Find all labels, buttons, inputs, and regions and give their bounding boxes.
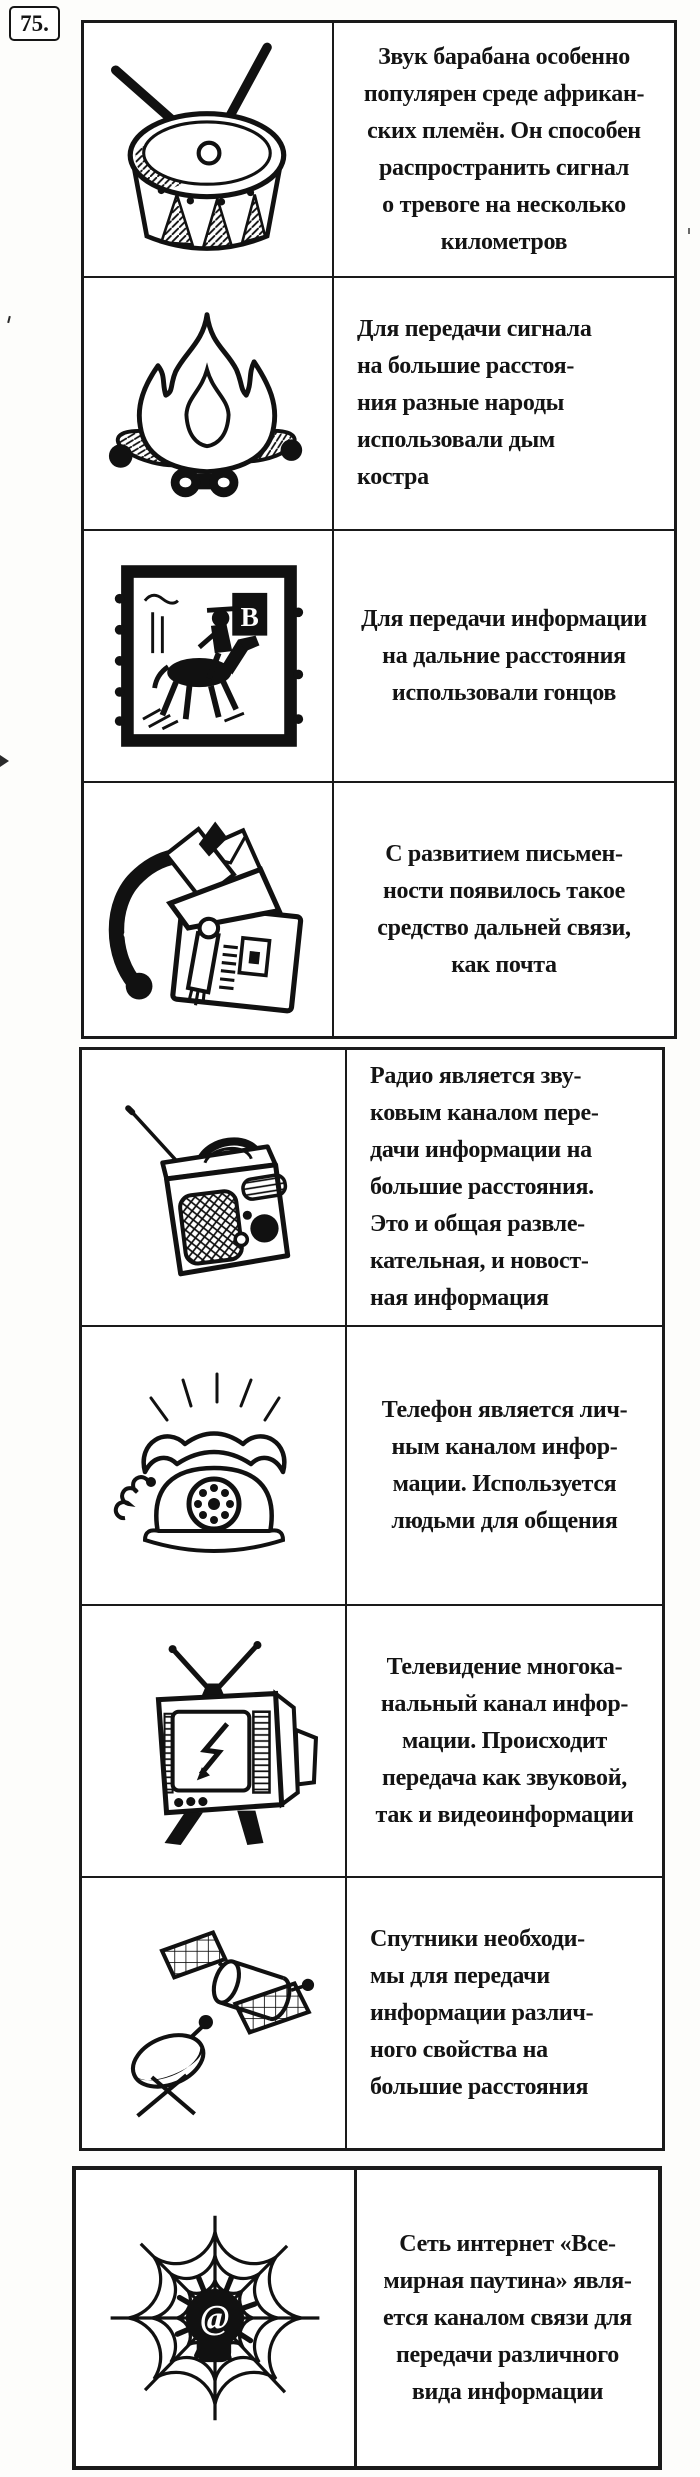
radio-icon: [124, 1104, 290, 1276]
illustration-cell: [82, 1327, 347, 1604]
illustration-cell: [82, 1050, 347, 1325]
illustration-cell: [84, 278, 334, 529]
drum-icon: [111, 42, 287, 251]
svg-text:@: @: [201, 2299, 230, 2337]
illustration-cell: @: [76, 2170, 357, 2466]
ink-speck: [7, 315, 11, 324]
table-block-3: @ Сеть интернет «Все- мирная паутина» яв…: [72, 2166, 662, 2470]
illustration-cell: В: [84, 531, 334, 781]
description-text: Спутники необходи- мы для передачи инфор…: [370, 1925, 594, 2100]
description-text: Сеть интернет «Все- мирная паутина» явля…: [383, 2230, 632, 2405]
description-text: Радио является зву- ковым каналом пере- …: [370, 1063, 599, 1311]
description-text: С развитием письмен- ности появилось так…: [377, 840, 631, 978]
description-text: Звук барабана особенно популярен среде а…: [363, 43, 645, 255]
ink-speck: [0, 755, 9, 767]
description-text: Для передачи информации на дальние расст…: [361, 605, 647, 706]
table-row: @ Сеть интернет «Все- мирная паутина» яв…: [76, 2170, 658, 2466]
table-row: Телевидение многока- нальный канал инфор…: [82, 1604, 662, 1876]
ink-speck: [688, 228, 690, 234]
mail-bag-icon: [108, 821, 304, 1013]
exercise-number-badge: 75.: [9, 6, 60, 41]
horse-messenger-icon: В: [114, 565, 304, 747]
description-cell: Телефон является лич- ным каналом инфор-…: [347, 1327, 662, 1604]
table-row: Радио является зву- ковым каналом пере- …: [82, 1050, 662, 1325]
table-row: Звук барабана особенно популярен среде а…: [84, 23, 674, 276]
description-cell: Радио является зву- ковым каналом пере- …: [347, 1050, 662, 1325]
table-row: В Для передачи: [84, 529, 674, 781]
exercise-number: 75.: [20, 10, 49, 36]
illustration-cell: [84, 783, 334, 1036]
description-cell: Спутники необходи- мы для передачи инфор…: [347, 1878, 662, 2148]
description-cell: Для передачи сигнала на большие расстоя-…: [334, 278, 674, 529]
satellite-icon: [130, 1929, 314, 2118]
description-cell: С развитием письмен- ности появилось так…: [334, 783, 674, 1036]
description-text: Телефон является лич- ным каналом инфор-…: [381, 1396, 628, 1534]
description-text: Телевидение многока- нальный канал инфор…: [375, 1653, 634, 1828]
table-row: Спутники необходи- мы для передачи инфор…: [82, 1876, 662, 2148]
table-row: Для передачи сигнала на большие расстоя-…: [84, 276, 674, 529]
tv-icon: [155, 1641, 318, 1845]
campfire-icon: [108, 311, 303, 497]
description-cell: Телевидение многока- нальный канал инфор…: [347, 1606, 662, 1876]
illustration-cell: [84, 23, 334, 276]
description-text: Для передачи сигнала на большие расстоя-…: [357, 316, 592, 490]
description-cell: Для передачи информации на дальние расст…: [334, 531, 674, 781]
table-block-2: Радио является зву- ковым каналом пере- …: [79, 1047, 665, 2151]
table-row: Телефон является лич- ным каналом инфор-…: [82, 1325, 662, 1604]
description-cell: Звук барабана особенно популярен среде а…: [334, 23, 674, 276]
illustration-cell: [82, 1606, 347, 1876]
illustration-cell: [82, 1878, 347, 2148]
spider-web-icon: @: [110, 2215, 320, 2421]
table-block-1: Звук барабана особенно популярен среде а…: [81, 20, 677, 1039]
telephone-icon: [113, 1372, 287, 1553]
table-row: С развитием письмен- ности появилось так…: [84, 781, 674, 1036]
description-cell: Сеть интернет «Все- мирная паутина» явля…: [357, 2170, 658, 2466]
svg-text:В: В: [241, 602, 259, 632]
